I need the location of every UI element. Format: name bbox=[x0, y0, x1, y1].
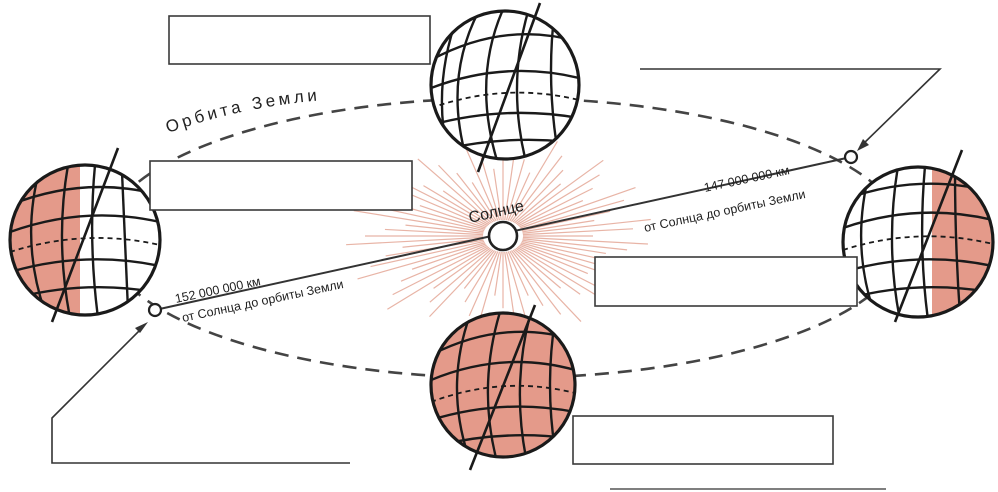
perihelion-leader-line bbox=[640, 69, 940, 147]
aphelion-leader-arrow bbox=[135, 322, 148, 333]
perihelion-point bbox=[845, 151, 857, 163]
answer-box-top-left[interactable] bbox=[169, 16, 430, 64]
near-distance-caption: от Солнца до орбиты Земли bbox=[643, 187, 807, 235]
answer-box-right[interactable] bbox=[595, 257, 857, 306]
aphelion-point bbox=[149, 304, 161, 316]
sun-ray bbox=[517, 247, 601, 298]
orbit-label: Орбита Земли bbox=[163, 85, 321, 136]
globe-top bbox=[431, 3, 579, 172]
sun-ray bbox=[430, 249, 492, 302]
globe-left bbox=[10, 148, 160, 322]
sun bbox=[489, 222, 517, 250]
near-distance-label: 147 000 000 км bbox=[703, 163, 791, 195]
sun-ray bbox=[517, 175, 599, 225]
answer-box-bottom[interactable] bbox=[573, 416, 833, 464]
globe-bottom bbox=[431, 305, 575, 470]
aphelion-leader-line bbox=[52, 326, 350, 463]
answer-box-left[interactable] bbox=[150, 161, 412, 210]
far-distance-caption: от Солнца до орбиты Земли bbox=[181, 277, 345, 325]
